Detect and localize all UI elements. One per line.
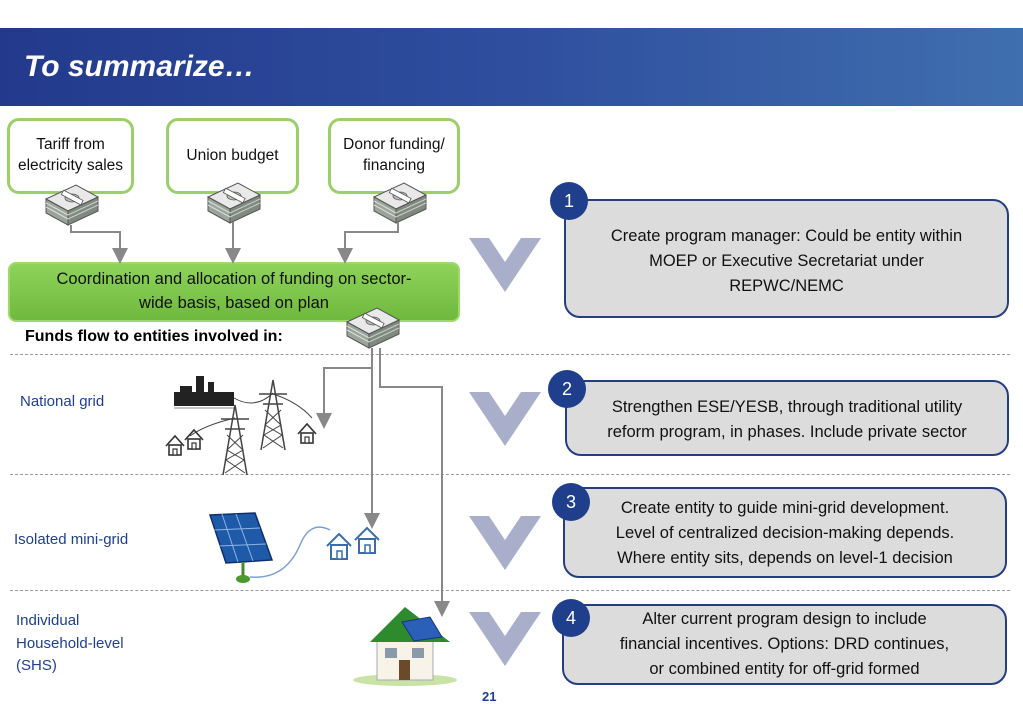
step-text-line: Where entity sits, depends on level-1 de… [617, 548, 953, 567]
row-label-shs-line: Individual [16, 612, 80, 629]
solar-panel-icon [208, 512, 331, 583]
source-donor-line2: financing [362, 157, 426, 174]
money-stack-icon [346, 307, 400, 349]
money-stack-icon [45, 184, 99, 226]
step-text-line: reform program, in phases. Include priva… [607, 423, 967, 441]
step-number-badge: 2 [548, 370, 586, 408]
row-divider [10, 590, 1010, 591]
step-box-1: Create program manager: Could be entity … [564, 199, 1009, 318]
power-plant-icon [174, 376, 234, 409]
page-number: 21 [482, 689, 497, 704]
row-divider [10, 354, 1010, 355]
source-tariff-line2: electricity sales [17, 157, 124, 174]
step-box-3: Create entity to guide mini-grid develop… [563, 487, 1007, 578]
row-divider [10, 474, 1010, 475]
step-text-line: MOEP or Executive Secretariat under [649, 252, 924, 271]
row-label-national-grid: National grid [20, 393, 105, 410]
step-number-badge: 1 [550, 182, 588, 220]
row-label-shs-line: (SHS) [16, 657, 57, 674]
row-label-shs-line: Household-level [16, 634, 124, 652]
flow-arrow-national-grid [316, 348, 373, 429]
step-text-line: Level of centralized decision-making dep… [615, 524, 955, 543]
source-donor-line1: Donor funding/ [343, 136, 445, 154]
chevron-down-icon [469, 238, 541, 292]
coordination-line2: wide basis, based on plan [139, 294, 329, 312]
step-box-2: Strengthen ESE/YESB, through traditional… [565, 380, 1009, 456]
page-title: To summarize… [24, 50, 255, 83]
source-tariff-line1: Tariff from [36, 136, 105, 154]
house-icon [165, 435, 185, 456]
source-tariff-box: Tariff from electricity sales [7, 118, 134, 194]
house-icon [297, 423, 317, 444]
step-text-line: Strengthen ESE/YESB, through traditional… [611, 398, 963, 417]
row-label-mini-grid: Isolated mini-grid [14, 531, 129, 548]
step-text-line: Create entity to guide mini-grid develop… [620, 499, 950, 518]
step-text-line: or combined entity for off-grid formed [649, 659, 920, 678]
step-number-badge: 3 [552, 483, 590, 521]
step-text-line: Alter current program design to include [642, 610, 927, 629]
flow-arrow [70, 225, 128, 264]
chevron-down-icon [469, 392, 541, 446]
source-donor-box: Donor funding/ financing [328, 118, 460, 194]
chevron-down-icon [469, 516, 541, 570]
title-banner: To summarize… [0, 28, 1023, 106]
house-icon [326, 533, 352, 560]
row-label-shs: Individual Household-level (SHS) [16, 610, 124, 678]
coordination-line1: Coordination and allocation of funding o… [56, 270, 412, 289]
funds-flow-label: Funds flow to entities involved in: [25, 328, 283, 345]
money-stack-icon [207, 182, 261, 224]
solar-house-icon [353, 607, 457, 686]
step-text-line: financial incentives. Options: DRD conti… [619, 635, 950, 654]
chevron-down-icon [469, 612, 541, 666]
money-stack-icon [373, 182, 427, 224]
step-text-line: Create program manager: Could be entity … [610, 227, 963, 246]
source-union-label: Union budget [186, 146, 279, 164]
step-text-line: REPWC/NEMC [729, 276, 844, 295]
step-box-4: Alter current program design to include … [562, 604, 1007, 685]
step-number-badge: 4 [552, 599, 590, 637]
power-lines-icon [189, 379, 313, 476]
flow-arrow-shs [379, 348, 450, 617]
house-icon [354, 527, 380, 554]
flow-arrow [337, 222, 399, 264]
